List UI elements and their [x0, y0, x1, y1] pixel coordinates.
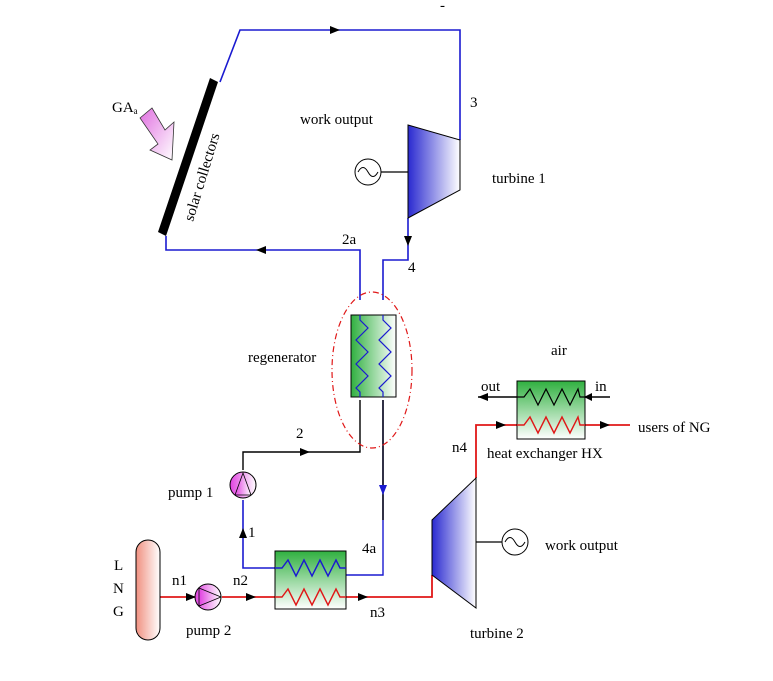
air-lines: [478, 393, 610, 401]
pump-1-label: pump 1: [168, 485, 213, 501]
turbine-2: [431, 476, 477, 609]
flow-arrow: [358, 593, 368, 601]
state-n1-label: n1: [172, 573, 187, 589]
air-out-label: out: [481, 379, 501, 395]
flow-arrow: [330, 26, 340, 34]
state-n3-label: n3: [370, 605, 385, 621]
state-2a-label: 2a: [342, 232, 357, 248]
state-2-label: 2: [296, 426, 304, 442]
flow-arrow: [496, 421, 506, 429]
work-output-label-bottom: work output: [545, 538, 619, 554]
heat-exchanger-hx-label: heat exchanger HX: [487, 446, 603, 462]
lng-heat-exchanger: [274, 550, 347, 610]
pump-icon: [229, 471, 257, 499]
flow-arrow: [379, 485, 387, 495]
ga-label: GAa: [112, 100, 138, 116]
flow-arrow: [186, 593, 196, 601]
users-of-ng-label: users of NG: [638, 420, 711, 436]
flow-arrow: [404, 236, 412, 246]
line-turbine1-to-regenerator: [382, 218, 409, 300]
top-mark: -: [440, 0, 445, 14]
state-n2-label: n2: [233, 573, 248, 589]
flow-arrow: [246, 593, 256, 601]
state-4-label: 4: [408, 260, 416, 276]
flow-arrow: [478, 393, 488, 401]
lng-letter-n: N: [113, 581, 124, 597]
line-regenerator-to-collector: [165, 236, 361, 300]
flow-arrow: [256, 246, 266, 254]
flow-arrow: [239, 528, 247, 538]
generator-icon: [501, 528, 529, 556]
flow-arrow: [600, 421, 610, 429]
line-collector-to-turbine1: [219, 29, 461, 140]
lng-tank: [135, 539, 161, 641]
work-output-label-top: work output: [300, 112, 374, 128]
regenerator: [350, 314, 397, 398]
turbine-1-label: turbine 1: [492, 171, 546, 187]
heat-exchanger-hx: [516, 380, 586, 440]
state-n4-label: n4: [452, 440, 468, 456]
air-label: air: [551, 343, 567, 359]
natural-gas-lines: [160, 421, 630, 601]
generator-icon: [354, 158, 382, 186]
state-4a-label: 4a: [362, 541, 377, 557]
state-3-label: 3: [470, 95, 478, 111]
flow-arrow: [584, 393, 592, 401]
organic-loop-lines: [165, 26, 461, 576]
pump-2-label: pump 2: [186, 623, 231, 639]
lng-letter-l: L: [114, 558, 123, 574]
solar-collector-panel: [158, 78, 218, 236]
line-hx-to-turbine2: [346, 575, 433, 598]
lng-letter-g: G: [113, 604, 124, 620]
flow-arrow: [300, 448, 310, 456]
hxhx-coil-red: [517, 414, 585, 435]
regenerator-coil-left: [355, 315, 369, 397]
regenerator-coil-right: [378, 315, 392, 397]
turbine-1: [407, 124, 461, 219]
state-1-label: 1: [248, 525, 256, 541]
regenerator-boundary: [331, 291, 413, 449]
hx-coil-blue: [275, 558, 346, 578]
hx-coil-red: [275, 587, 346, 607]
hxhx-coil-black: [517, 387, 585, 407]
turbine-2-label: turbine 2: [470, 626, 524, 642]
regenerator-label: regenerator: [248, 350, 316, 366]
line-hx-to-pump1: [242, 500, 275, 569]
pump-icon: [194, 583, 223, 611]
solar-radiation-arrow-icon: [139, 107, 175, 161]
air-in-label: in: [595, 379, 607, 395]
